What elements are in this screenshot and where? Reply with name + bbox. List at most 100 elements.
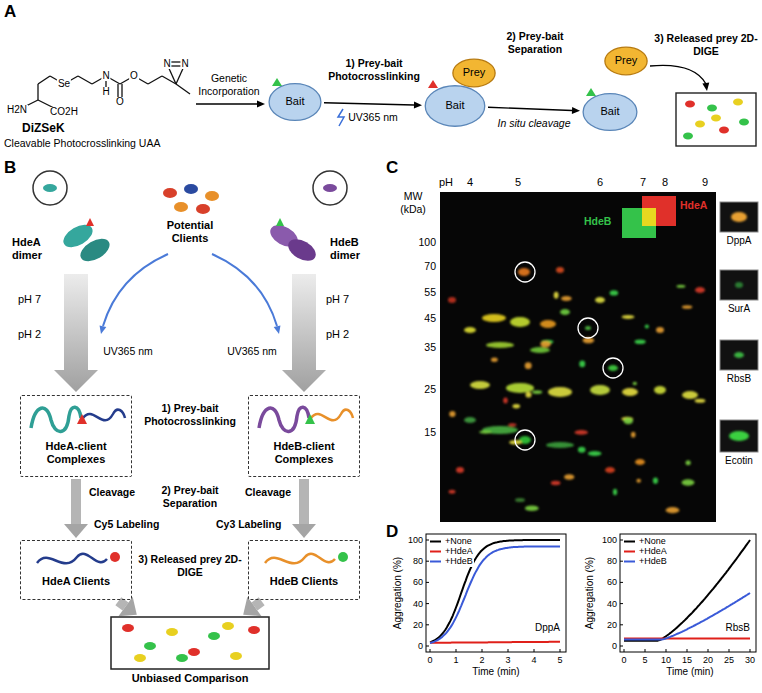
tick-label: 5 [557, 655, 562, 666]
gel-spot [739, 119, 749, 126]
figure-label: UV365 nm [227, 345, 277, 358]
atom-label: N [180, 59, 189, 69]
figure-label: MW (kDa) [390, 190, 436, 215]
figure-label: 6 [597, 176, 603, 189]
gel-spot [513, 404, 521, 408]
gel-spot [695, 287, 705, 293]
gel-spot [525, 362, 532, 369]
gel-inset [720, 340, 758, 370]
gel-spot [482, 314, 506, 322]
figure-label: pH [439, 176, 453, 189]
legend-line-sample [624, 541, 635, 543]
tick-label: 0 [612, 642, 617, 651]
figure-label: 2) Prey-bait Separation [142, 484, 238, 509]
tick-label: 5 [642, 655, 647, 666]
figure-label: DiZSeK [22, 121, 65, 135]
tick-label: 1 [453, 655, 458, 666]
block-arrow [292, 479, 316, 538]
gel-spot [532, 390, 542, 394]
tick-label: 10 [661, 655, 671, 666]
tick-label: 40 [607, 599, 617, 608]
tick-mark [560, 649, 561, 652]
figure-label: 3) Released prey 2D-DIGE [135, 553, 245, 578]
figure-label: Ecotin [717, 455, 761, 467]
gel-spot [222, 622, 234, 630]
gel-spot [631, 432, 636, 438]
gel-spot [711, 115, 721, 122]
figure-label: Cleavable Photocrosslinking UAA [4, 137, 160, 150]
gel-spot [656, 327, 664, 333]
gel-spot [456, 467, 464, 473]
tick-label: 100 [602, 536, 617, 545]
plasmid-protein [323, 184, 337, 192]
gel-spot [575, 430, 588, 435]
tick-mark [620, 540, 623, 541]
tick-mark [620, 624, 623, 625]
figure-label: pH 7 [18, 293, 41, 306]
figure-label: HdeA dimer [12, 236, 52, 262]
client-protein [205, 191, 219, 201]
chemical-bond [148, 76, 162, 84]
gel-spot [676, 285, 685, 288]
gel-spot [503, 397, 508, 403]
gel-spot [636, 479, 641, 483]
figure-label: DppA [520, 622, 560, 634]
box-illustration [21, 541, 131, 575]
gel-spot [719, 127, 729, 134]
tick-label: 20 [607, 620, 617, 629]
tick-mark [620, 561, 623, 562]
gel-spot [635, 339, 646, 344]
tick-mark [666, 649, 667, 652]
figure-label: Cy3 Labeling [216, 518, 281, 531]
gel-spot [546, 442, 574, 448]
figure-label: Aggregation (%) [585, 557, 595, 629]
highlight-circle [578, 318, 598, 338]
gel-spot [695, 399, 706, 403]
inset-spot [735, 282, 743, 288]
tick-mark [620, 603, 623, 604]
tick-label: 30 [745, 655, 755, 666]
atom-label: H [101, 87, 110, 97]
chaperone-chain [31, 407, 81, 431]
gel-spot [508, 423, 516, 426]
tick-mark [750, 649, 751, 652]
node-label: Unbiased Comparison [110, 672, 270, 685]
tick-label: 15 [682, 655, 692, 666]
gel-spot [554, 292, 559, 299]
client-protein [163, 188, 177, 198]
gel-spot [605, 467, 615, 473]
process-arrow [650, 65, 706, 84]
tick-label: 80 [413, 557, 423, 566]
gel-spot [491, 358, 498, 362]
legend-line-sample [624, 551, 635, 553]
legend-label: +HdeB [444, 556, 474, 567]
node-label: Bait [601, 105, 620, 118]
shape-fill [269, 84, 321, 121]
gel-spot [188, 648, 200, 656]
dye-label [110, 552, 120, 562]
bait-shape: Bait [424, 84, 486, 128]
tick-label: 25 [724, 655, 734, 666]
crosslinker [77, 414, 87, 424]
box-illustration [249, 396, 359, 440]
client-chain [37, 554, 107, 564]
dashed-box: HdeA-client Complexes [20, 395, 132, 477]
gel-inset [720, 202, 758, 232]
tick-label: 3 [505, 655, 510, 666]
crosslinker [272, 78, 282, 86]
client-protein [184, 184, 198, 194]
atom-label: O [115, 97, 125, 107]
shape-fill [425, 86, 485, 126]
gel-spot [510, 317, 530, 327]
connector-line [299, 479, 309, 524]
figure-label: 100 [396, 236, 436, 249]
figure-label: Aggregation (%) [393, 557, 403, 629]
gel-inset [720, 270, 758, 300]
edge-label: 2) Prey-bait Separation [488, 30, 582, 55]
chemical-bond [176, 84, 190, 94]
legend-line-sample [624, 561, 635, 563]
gel-spot [683, 133, 693, 140]
tick-label: 40 [413, 599, 423, 608]
figure-label: 35 [396, 341, 436, 354]
